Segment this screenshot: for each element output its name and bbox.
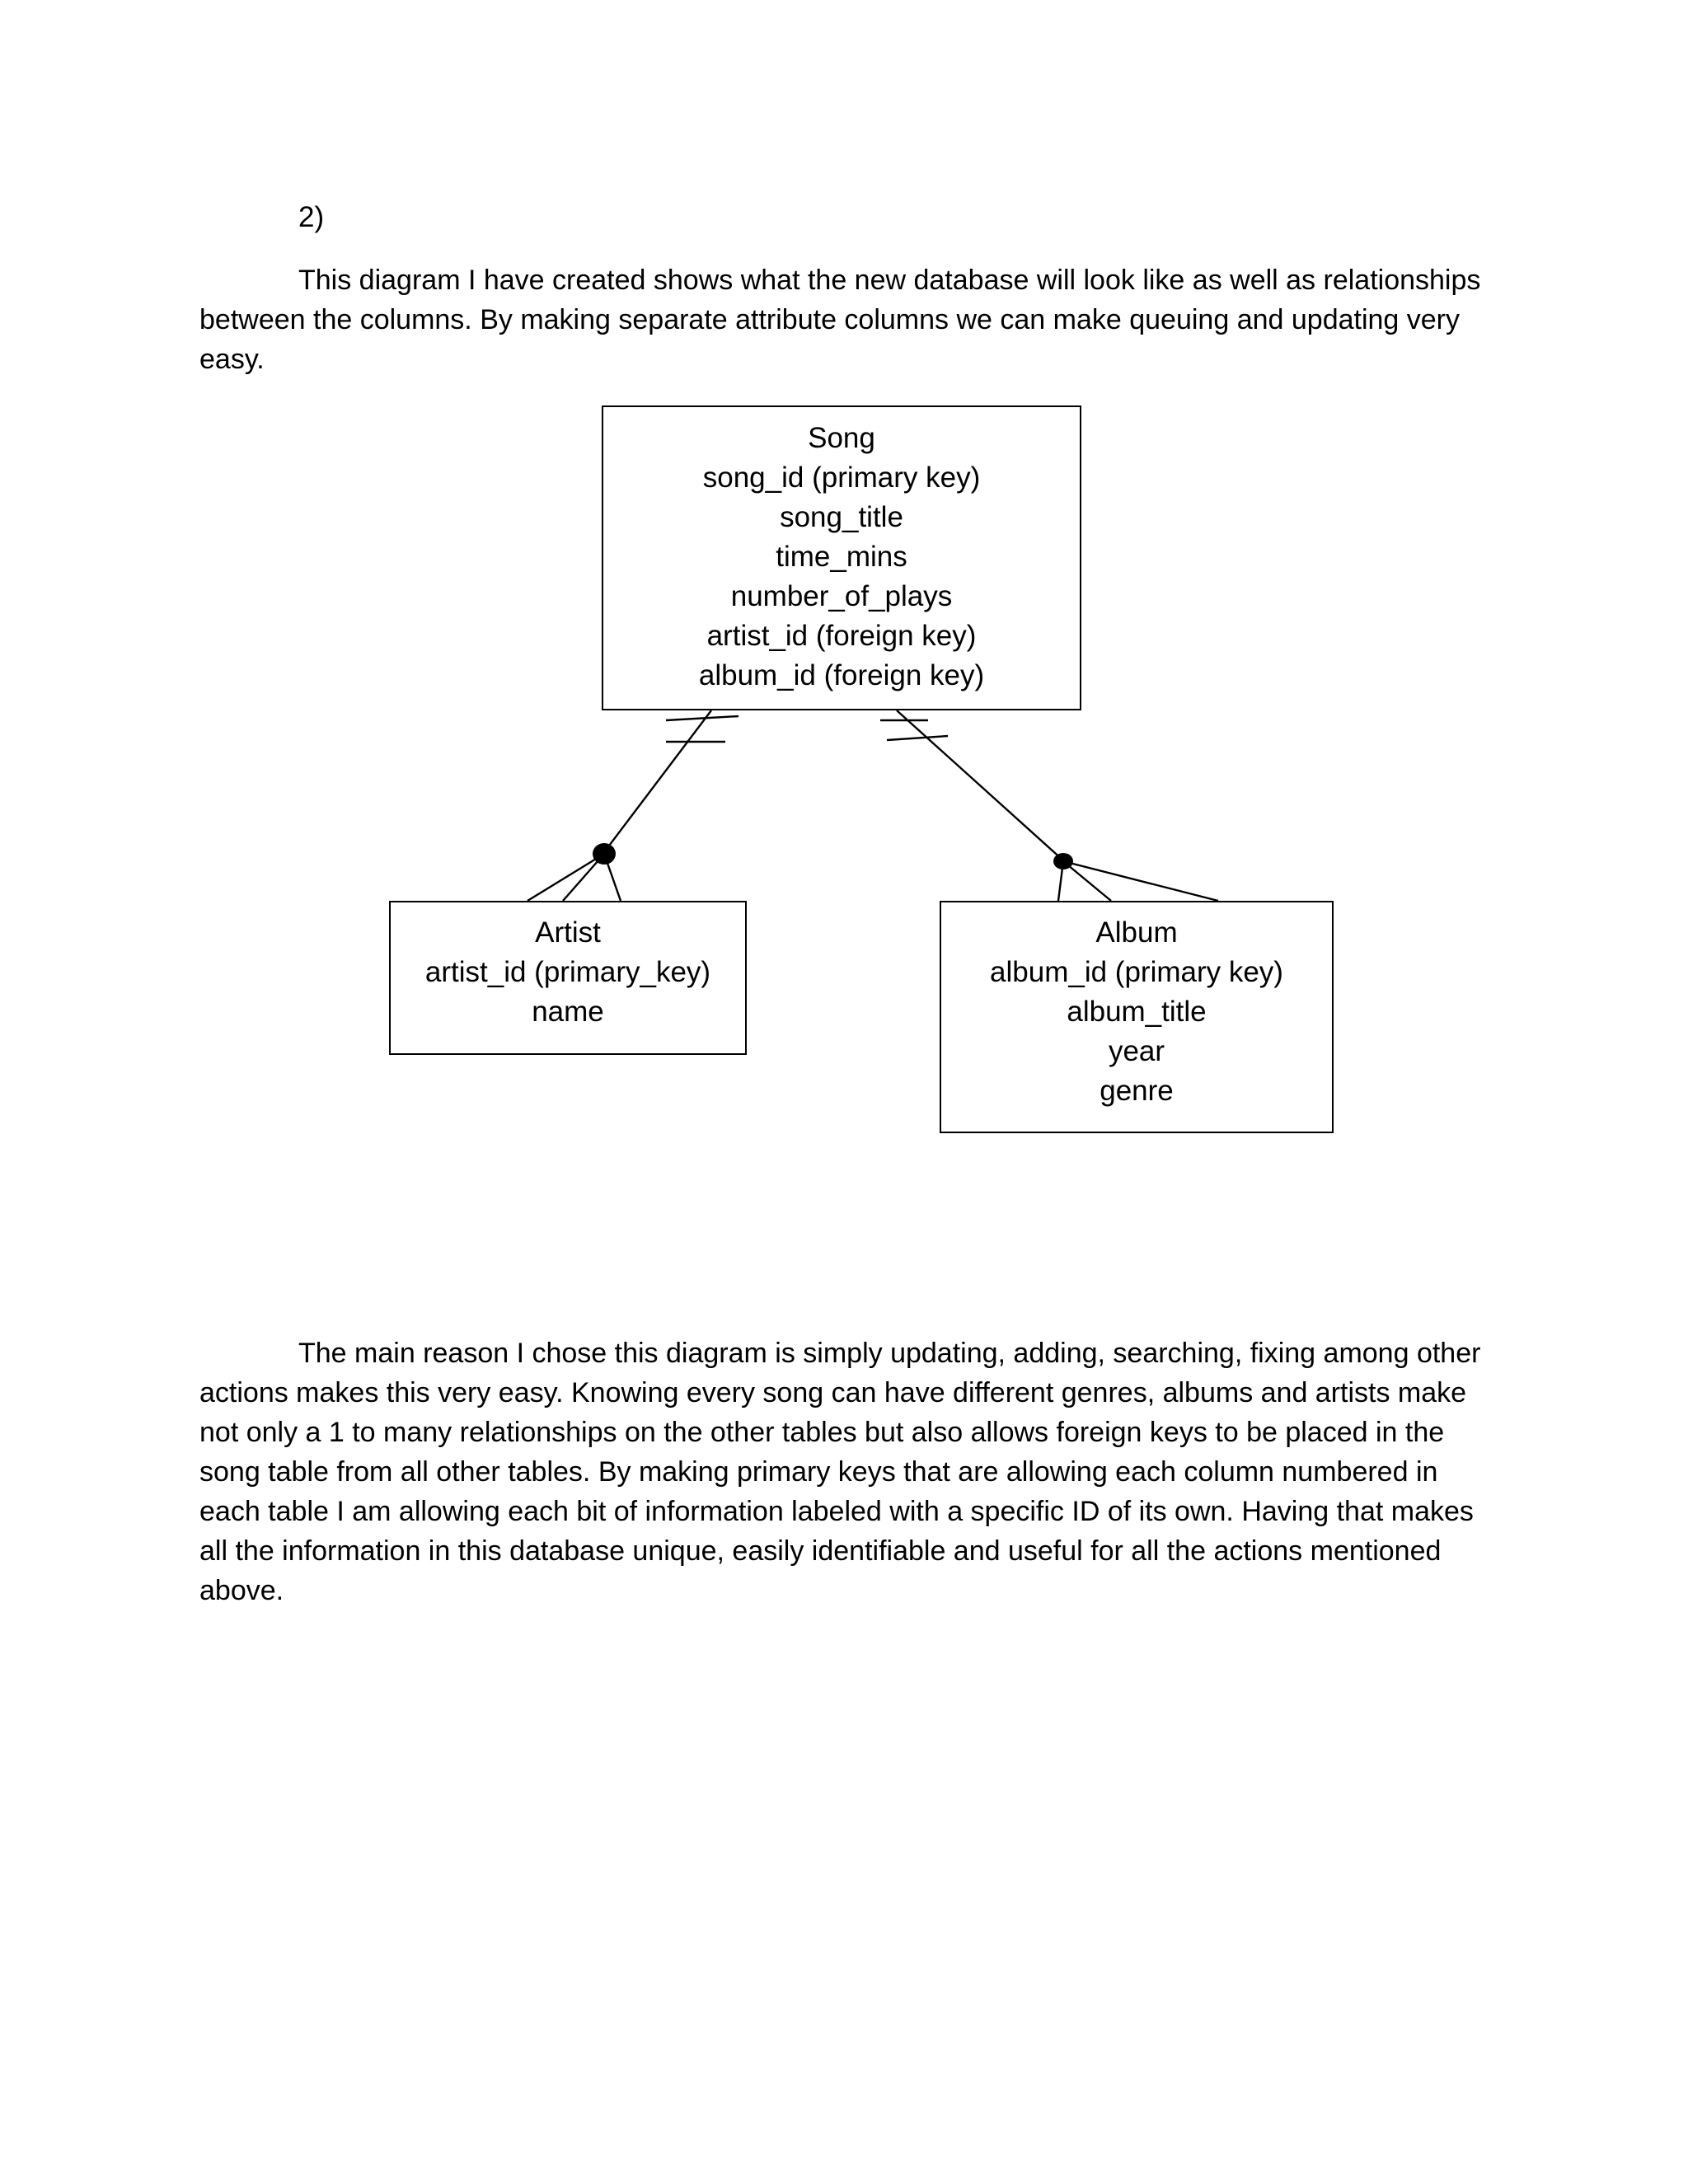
artist-entity-box: Artist artist_id (primary_key) name [389,901,747,1055]
song-album-line [896,710,1064,861]
closing-paragraph: The main reason I chose this diagram is … [199,1333,1485,1610]
song-artist-line [603,710,712,853]
artist-attribute: artist_id (primary_key) [424,956,711,988]
one-mark [886,734,949,742]
song-attribute: time_mins [776,541,907,573]
album-attribute: album_title [1067,996,1207,1028]
song-album-relationship [880,710,1219,902]
closing-paragraph-text: The main reason I chose this diagram is … [199,1338,1481,1606]
album-entity-box: Album album_id (primary key) album_title… [940,901,1334,1133]
crows-foot-prong [1062,860,1112,902]
song-attribute: song_title [780,501,903,533]
intro-paragraph: This diagram I have created shows what t… [199,260,1485,379]
section-number: 2) [298,201,325,233]
song-entity-title: Song [808,422,875,454]
album-attribute: year [1108,1035,1165,1067]
artist-entity-title: Artist [535,916,601,949]
crows-foot-prong [1057,860,1065,902]
song-attribute: number_of_plays [730,580,953,612]
crows-foot-prong [1062,860,1219,902]
one-mark [665,715,739,722]
optional-circle-marker [593,843,616,865]
song-artist-relationship [527,710,739,902]
song-entity-box: Song song_id (primary key) song_title ti… [602,405,1081,710]
crows-foot-prong [562,853,605,902]
optional-circle-marker [1053,853,1073,869]
crows-foot-prong [527,852,605,902]
intro-paragraph-text: This diagram I have created shows what t… [199,265,1481,375]
album-attribute: album_id (primary key) [990,956,1283,988]
song-attribute: song_id (primary key) [702,462,981,494]
album-entity-title: Album [1095,916,1178,949]
crows-foot-prong [603,853,622,902]
song-attribute: album_id (foreign key) [698,659,985,691]
song-attribute: artist_id (foreign key) [706,620,977,652]
album-attribute: genre [1100,1075,1174,1107]
artist-attribute: name [532,996,604,1028]
